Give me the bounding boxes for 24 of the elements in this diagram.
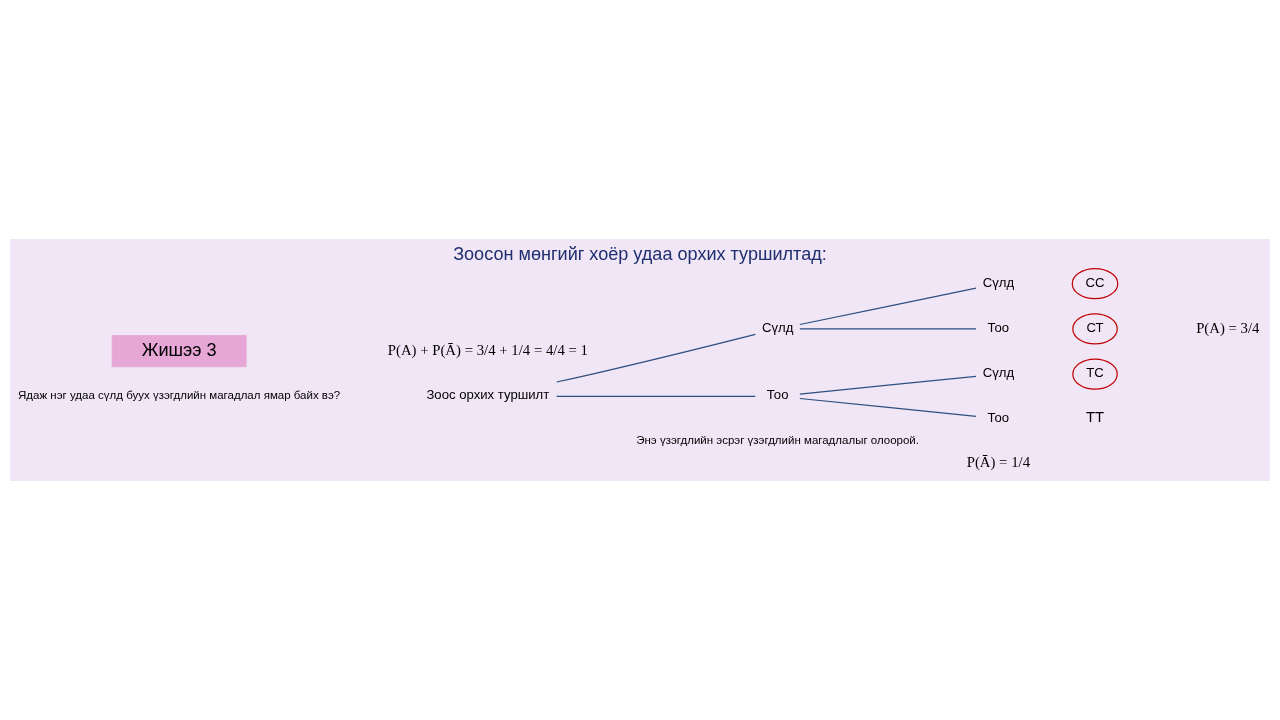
label: Энэ үзэгдлийн эсрэг үзэгдлийн магадлалыг олоорой. xyxy=(636,433,919,446)
connector xyxy=(555,333,756,383)
node-box: Жишээ 3 xyxy=(111,335,247,368)
node-ellipse: СС xyxy=(1071,268,1119,300)
label: P(A) + P(Ā) = 3/4 + 1/4 = 4/4 = 1 xyxy=(387,341,588,358)
node-ellipse: СТ xyxy=(1072,313,1118,345)
node-text: Сүлд xyxy=(761,320,794,336)
node-text: Тоо xyxy=(987,320,1010,336)
connector xyxy=(799,397,977,417)
node-text: Сүлд xyxy=(982,274,1015,290)
connector xyxy=(799,287,977,326)
label: Ядаж нэг удаа сүлд буух үзэгдлийн магадлал ямар байх вэ? xyxy=(18,389,341,402)
node-text: Тоо xyxy=(987,409,1010,425)
diagram-title: Зоосон мөнгийг хоёр удаа орхих туршилтад: xyxy=(453,244,827,265)
connector xyxy=(556,395,756,397)
connector xyxy=(799,375,977,395)
label: P(A) = 3/4 xyxy=(1196,319,1260,336)
node-text: Сүлд xyxy=(982,365,1015,381)
connector xyxy=(799,328,977,330)
node-text: Тоо xyxy=(766,387,789,403)
node-text: Зоос орхих туршилт xyxy=(426,387,550,403)
label: ТТ xyxy=(1085,409,1105,426)
node-ellipse: ТС xyxy=(1072,358,1118,390)
label: P(Ā) = 1/4 xyxy=(966,453,1031,470)
